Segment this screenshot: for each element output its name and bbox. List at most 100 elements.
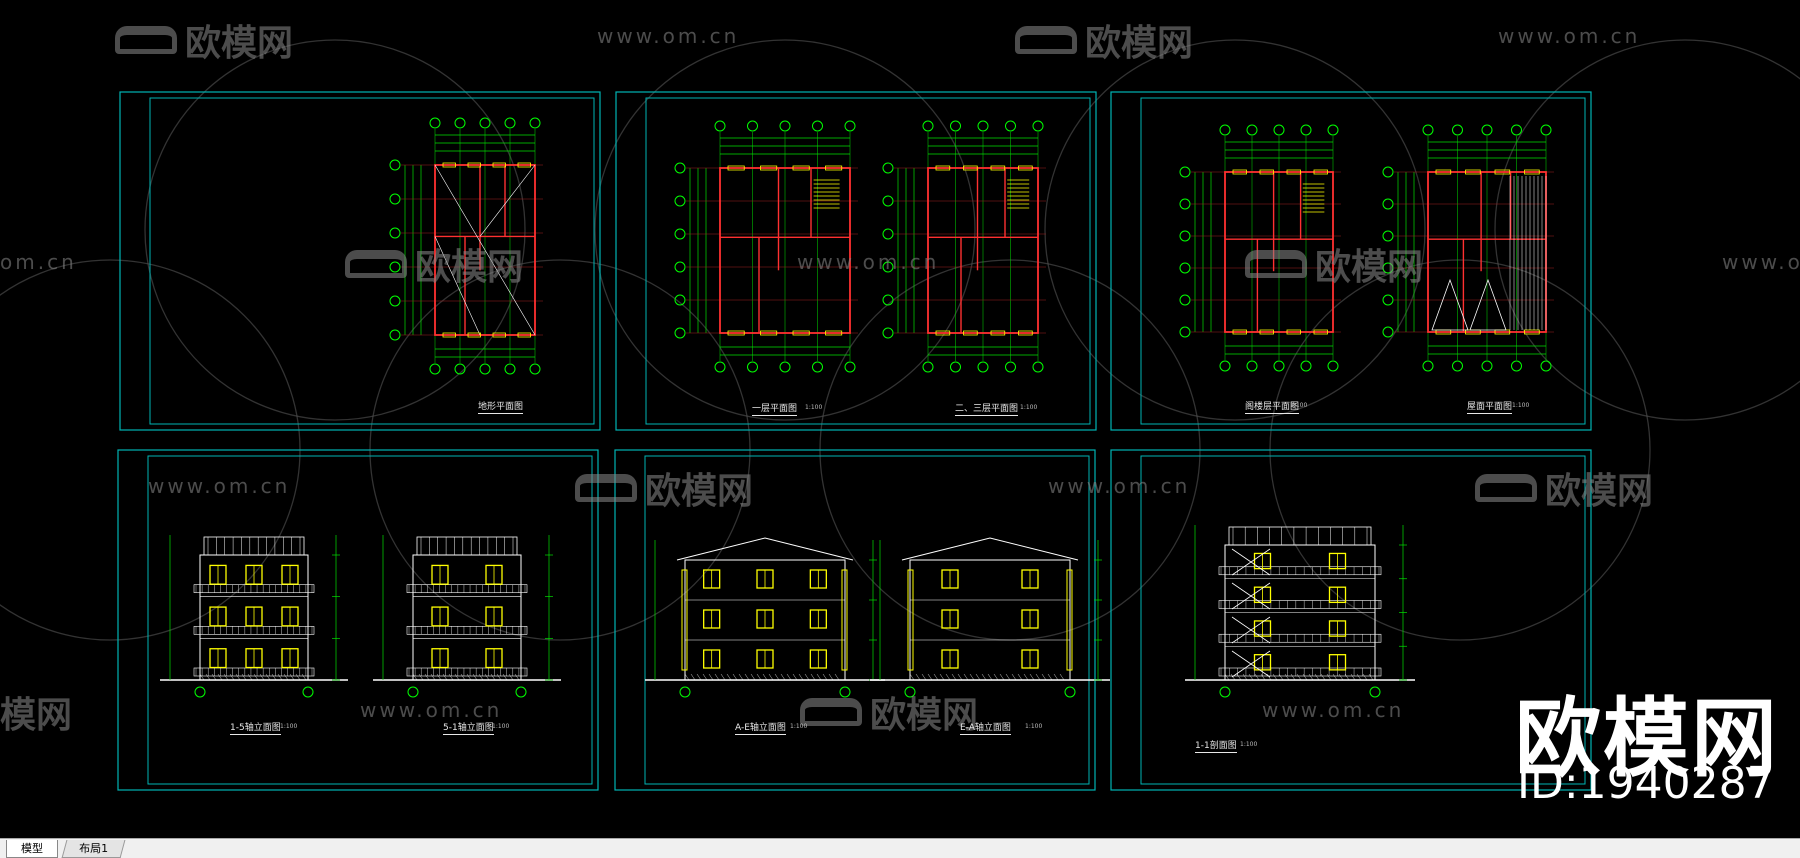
axis-bubble <box>504 363 516 375</box>
axis-bubble <box>674 261 686 273</box>
watermark-url: www.om.cn <box>1262 698 1405 722</box>
window <box>1524 169 1540 175</box>
base-hatch <box>259 673 265 681</box>
watermark-brand: 欧模网 <box>1245 238 1423 290</box>
window <box>1259 169 1274 175</box>
base-hatch <box>822 673 828 681</box>
axis-bubble <box>389 227 401 239</box>
base-hatch <box>211 673 217 681</box>
base-hatch <box>1053 673 1059 681</box>
base-hatch <box>424 673 430 681</box>
base-hatch <box>828 673 834 681</box>
axis-bubble <box>1300 360 1312 372</box>
axis-bubble <box>407 686 419 698</box>
sheet-title: 阁楼层平面图 <box>1245 399 1300 414</box>
base-hatch <box>454 673 460 681</box>
axis-bubble <box>1481 360 1493 372</box>
base-hatch <box>1035 673 1041 681</box>
tab-model[interactable]: 模型 <box>6 840 58 858</box>
drawing-canvas[interactable]: 欧模网 www.om.cn 欧模网 www.om.cn om.cn 欧模网 ww… <box>0 0 1800 838</box>
column-accent <box>841 569 848 671</box>
window <box>935 165 951 171</box>
watermark-brand: 欧模网 <box>1015 14 1193 66</box>
axis-bubble <box>714 361 726 373</box>
axis-bubble <box>1382 294 1394 306</box>
axis-bubble <box>1005 120 1016 132</box>
base-hatch <box>816 673 822 681</box>
window <box>1524 329 1540 335</box>
stair-flight <box>1231 616 1271 644</box>
axis-bubble <box>504 117 516 129</box>
base-hatch <box>199 673 205 681</box>
watermark-brand: 欧模网 <box>1475 462 1653 514</box>
brand-id: ID:1940287 <box>1517 758 1775 809</box>
scale-label: 1:100 <box>790 723 808 730</box>
cad-line <box>434 164 536 336</box>
axis-bubble <box>1064 686 1076 698</box>
base-hatch <box>1047 673 1053 681</box>
base-hatch <box>229 673 235 681</box>
scale-label: 1:100 <box>280 723 298 730</box>
base-hatch <box>295 673 301 681</box>
window <box>467 162 481 168</box>
tab-layout1[interactable]: 布局1 <box>61 840 126 858</box>
axis-bubble <box>1540 124 1552 136</box>
base-hatch <box>241 673 247 681</box>
window <box>1313 169 1328 175</box>
axis-bubble <box>1540 360 1552 372</box>
axis-bubble <box>674 294 686 306</box>
base-hatch <box>1272 673 1278 681</box>
base-hatch <box>1230 673 1236 681</box>
window <box>442 332 456 338</box>
cad-line <box>434 236 481 336</box>
base-hatch <box>1041 673 1047 681</box>
axis-bubble <box>479 117 491 129</box>
base-hatch <box>412 673 418 681</box>
base-hatch <box>502 673 508 681</box>
watermark-url: www.om.cn <box>597 24 740 48</box>
base-hatch <box>253 673 259 681</box>
sheet-frame-inner <box>644 455 1090 785</box>
balcony-rail <box>406 626 528 635</box>
base-hatch <box>1326 673 1332 681</box>
axis-bubble <box>747 361 758 373</box>
base-hatch <box>738 673 744 681</box>
sheet-frame-outer <box>614 449 1096 791</box>
base-hatch <box>436 673 442 681</box>
base-hatch <box>921 673 927 681</box>
base-hatch <box>205 673 211 681</box>
sofa-logo-icon <box>800 698 862 726</box>
watermark-url: om.cn <box>0 250 77 274</box>
sheet-frame-outer <box>1110 91 1592 431</box>
base-hatch <box>430 673 436 681</box>
axis-bubble <box>882 228 894 240</box>
balcony-rail <box>1218 566 1382 576</box>
axis-bubble <box>1179 326 1191 338</box>
sheet-title: 二、三层平面图 <box>955 401 1019 416</box>
axis-bubble <box>882 261 894 273</box>
scale-label: 1:100 <box>1512 402 1530 409</box>
sheet-frame-inner <box>149 97 595 425</box>
axis-bubble <box>389 329 401 341</box>
window <box>963 165 978 171</box>
axis-bubble <box>1179 198 1191 210</box>
axis-bubble <box>1219 686 1231 698</box>
axis-bubble <box>389 193 401 205</box>
base-hatch <box>1296 673 1302 681</box>
watermark-url: www.om.cn <box>1722 250 1800 274</box>
axis-bubble <box>1300 124 1312 136</box>
axis-bubble <box>674 228 686 240</box>
roof-parapet <box>416 536 518 556</box>
base-hatch <box>909 673 915 681</box>
wall <box>719 167 851 334</box>
tab-layout1-label: 布局1 <box>79 842 109 855</box>
base-hatch <box>696 673 702 681</box>
base-hatch <box>1023 673 1029 681</box>
axis-bubble <box>1032 361 1044 373</box>
base-hatch <box>1059 673 1065 681</box>
column-accent <box>907 569 914 671</box>
base-hatch <box>744 673 750 681</box>
base-hatch <box>1224 673 1230 681</box>
watermark-brand: 模网 <box>0 686 72 738</box>
base-hatch <box>1260 673 1266 681</box>
